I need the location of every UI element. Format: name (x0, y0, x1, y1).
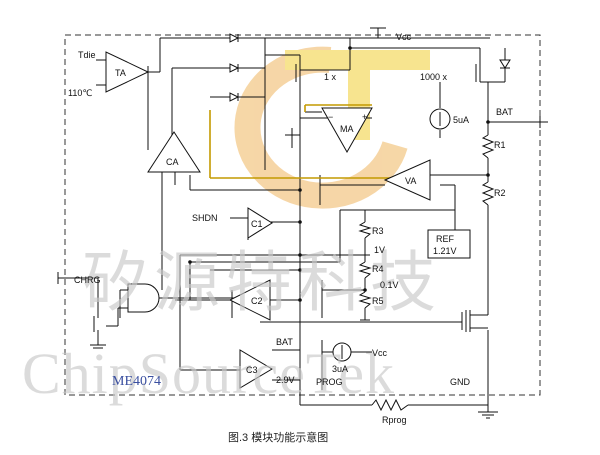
label-r5: R5 (372, 296, 384, 306)
part-number: ME4074 (112, 374, 161, 389)
wires (57, 27, 548, 419)
diode-mid (229, 63, 240, 73)
label-ma: MA (340, 124, 354, 134)
transistors (93, 64, 477, 332)
label-3ua: 3uA (332, 364, 348, 374)
label-ta: TA (115, 68, 126, 78)
ref-box (427, 229, 471, 259)
amp-ma (321, 107, 373, 154)
label-1x: 1 x (324, 72, 337, 82)
label-rprog: Rprog (382, 415, 407, 425)
diode-top (229, 33, 240, 43)
chip-boundary (64, 34, 541, 396)
label-110c: 110℃ (68, 88, 92, 98)
label-c3: C3 (246, 365, 258, 375)
label-ma-plus: + (362, 112, 367, 122)
label-tdie: Tdie (78, 50, 96, 60)
resistors (358, 134, 495, 412)
and-gate (127, 283, 160, 313)
junctions (188, 46, 490, 302)
logo-c-shape (234, 46, 408, 209)
amp-c1 (247, 207, 273, 239)
resistor-r5 (358, 291, 372, 309)
resistor-r4 (358, 261, 372, 279)
amp-ta (105, 51, 150, 93)
labels: Vcc Tdie TA 110℃ 1 x 1000 x BAT 5uA − + … (68, 32, 513, 425)
watermark-chinese: 矽源特科技 (82, 244, 442, 321)
label-r4: R4 (372, 264, 384, 274)
label-bat-right: BAT (496, 107, 513, 117)
diode-right (499, 59, 511, 69)
resistor-r2 (481, 181, 495, 206)
label-vcc-bottom: Vcc (372, 348, 388, 358)
watermark-english: ChipSourceTek (22, 341, 395, 406)
amp-va (383, 159, 431, 201)
label-r2: R2 (494, 188, 506, 198)
label-r3: R3 (372, 226, 384, 236)
diodes (229, 33, 511, 102)
resistor-r3 (358, 221, 372, 239)
label-ref: REF (436, 234, 455, 244)
label-chrg: CHRG (74, 275, 101, 285)
resistor-rprog (371, 398, 409, 412)
label-1000x: 1000 x (420, 72, 448, 82)
label-ma-minus: − (328, 112, 333, 122)
amplifiers (96, 51, 431, 389)
amp-c2 (228, 279, 271, 321)
label-01v: 0.1V (380, 280, 399, 290)
label-c1: C1 (251, 219, 263, 229)
label-5ua: 5uA (453, 115, 469, 125)
resistor-r1 (481, 134, 495, 159)
label-ca: CA (166, 157, 179, 167)
label-ref-voltage: 1.21V (433, 246, 457, 256)
label-prog: PROG (316, 377, 343, 387)
label-gnd: GND (450, 377, 471, 387)
amp-ca (147, 131, 201, 173)
label-bat-c3: BAT (276, 337, 293, 347)
diode-low (229, 92, 240, 102)
label-1v: 1V (374, 245, 385, 255)
amp-c3 (239, 349, 273, 389)
figure-caption: 图.3 模块功能示意图 (228, 430, 328, 444)
label-vcc-top: Vcc (396, 32, 412, 42)
label-r1: R1 (494, 140, 506, 150)
label-va: VA (405, 176, 416, 186)
label-c2: C2 (251, 296, 263, 306)
label-shdn: SHDN (192, 213, 218, 223)
label-29v: 2.9V (276, 375, 295, 385)
